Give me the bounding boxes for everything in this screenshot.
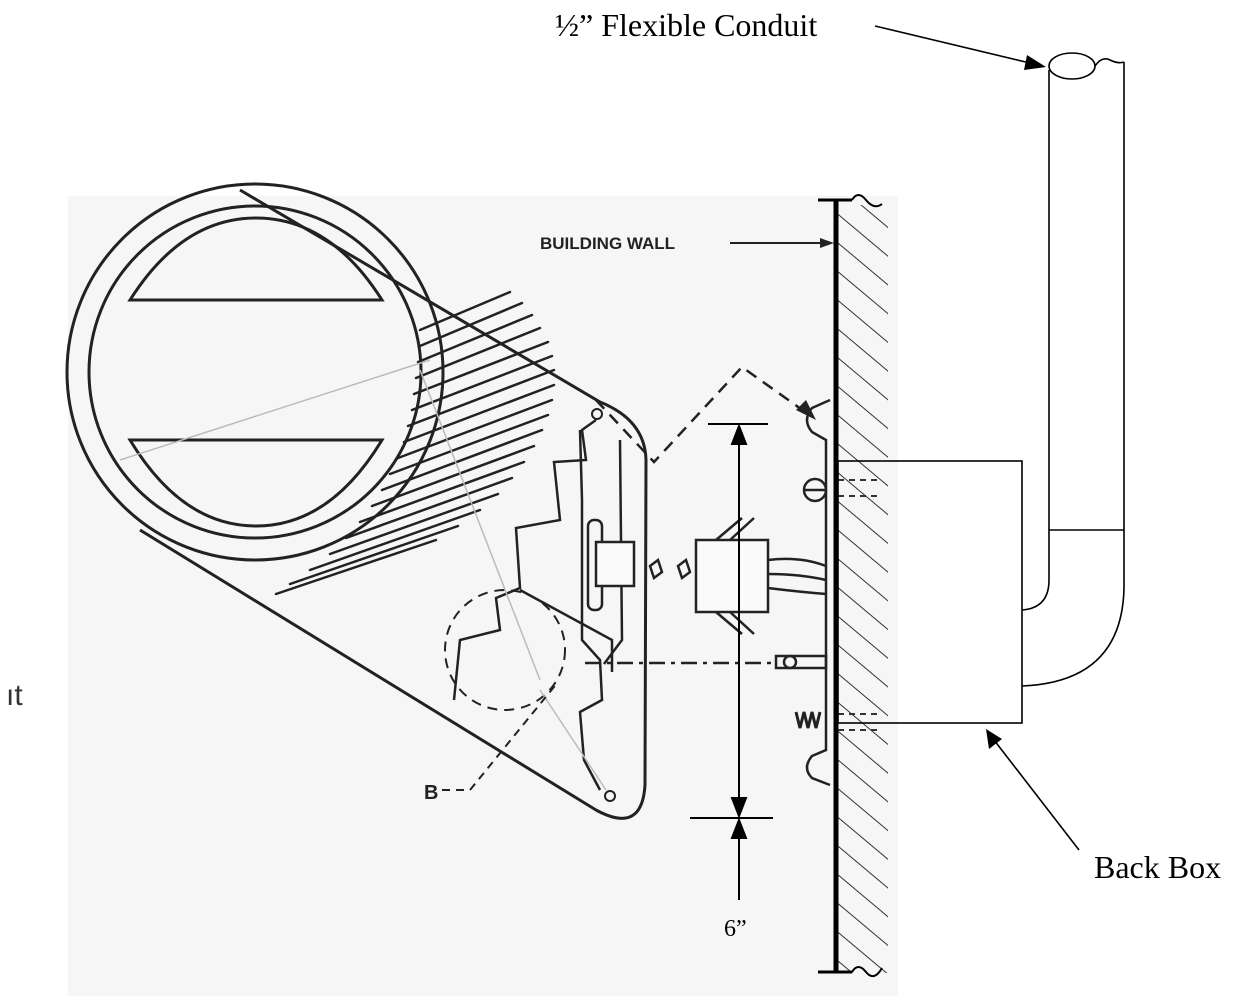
conduit-outer-edge <box>1021 62 1125 687</box>
dimension-6in <box>690 423 773 900</box>
bracket-pin-bottom <box>604 790 616 802</box>
wall-hatching <box>838 205 888 973</box>
housing-body-outline <box>139 188 648 820</box>
plate-spring <box>794 711 822 729</box>
dimension-arrow-bottom <box>730 797 748 819</box>
lens-outer-ring <box>65 182 445 562</box>
lens-top-bar <box>127 216 385 302</box>
connector-bottom-latch <box>715 611 755 635</box>
wall-top-break <box>851 194 883 208</box>
connector-pin-right <box>676 557 692 581</box>
connector-body <box>694 538 770 614</box>
back-box-leader <box>993 739 1080 851</box>
wire-connector <box>648 517 827 635</box>
conduit-break-line <box>1094 58 1125 67</box>
housing-cutaway-edge <box>452 418 597 701</box>
connector-pin-left <box>648 557 664 581</box>
bracket-pin-top <box>591 408 603 420</box>
internal-wire <box>519 588 614 672</box>
wall-bottom-break <box>851 966 883 978</box>
conduit-leader <box>874 25 1035 65</box>
conduit-inner-edge <box>1021 70 1050 611</box>
hanging-path-arrowhead <box>796 400 816 420</box>
cropped-fragment-text: ıt <box>6 679 23 712</box>
hidden-mechanism-circle <box>444 589 566 711</box>
back-box <box>837 460 1023 724</box>
construction-lines <box>119 359 607 791</box>
dimension-arrow-top <box>730 423 748 445</box>
back-box-arrowhead <box>986 729 1002 749</box>
scan-panel <box>68 196 898 996</box>
connector-wires <box>767 557 827 596</box>
plate-screw-bottom <box>774 654 828 670</box>
part-b-leader <box>442 681 559 791</box>
building-wall-label: BUILDING WALL <box>540 234 675 253</box>
strobe-housing <box>65 182 648 820</box>
back-box-label: Back Box <box>1094 849 1221 885</box>
dimension-label: 6” <box>724 916 747 942</box>
hanging-path-dashed <box>595 365 809 464</box>
conduit-label: ½” Flexible Conduit <box>555 7 817 43</box>
conduit-arrowhead <box>1024 55 1046 70</box>
building-wall-arrowhead <box>820 238 834 248</box>
vent-slots <box>274 290 556 596</box>
internal-bracket <box>578 429 624 791</box>
bracket-block <box>594 540 636 588</box>
flexible-conduit <box>1021 52 1125 687</box>
connector-top-latch <box>715 517 755 541</box>
part-b-label: B <box>424 782 438 804</box>
conduit-end-cap <box>1048 52 1096 80</box>
lens-bottom-bar <box>127 438 385 528</box>
building-wall <box>818 194 888 978</box>
